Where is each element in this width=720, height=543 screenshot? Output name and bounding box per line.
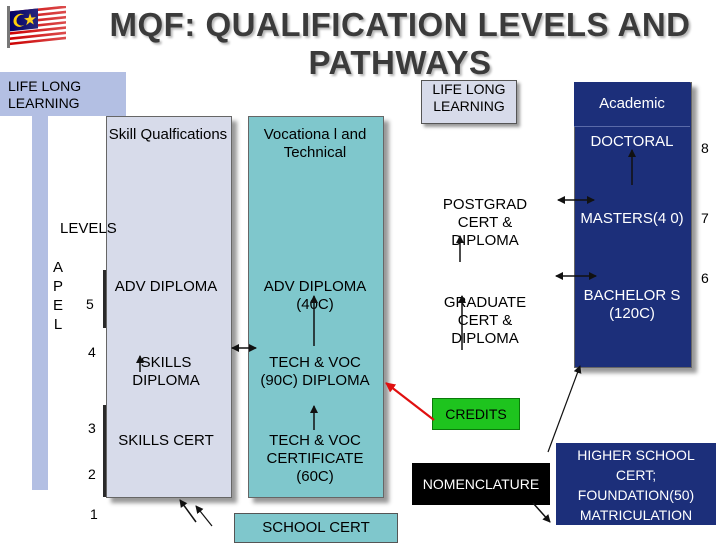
voc-tech-voc-diploma: TECH & VOC (90C) DIPLOMA <box>260 354 370 389</box>
higher-school-cert-box: HIGHER SCHOOL CERT; FOUNDATION(50) MATRI… <box>556 443 716 525</box>
life-long-learning-left: LIFE LONG LEARNING <box>0 72 126 116</box>
page-title: MQF: QUALIFICATION LEVELS AND PATHWAYS <box>109 6 691 81</box>
skill-header: Skill Qualfications <box>108 126 228 143</box>
voc-tech-voc-certificate: TECH & VOC CERTIFICATE (60C) <box>266 432 364 485</box>
apel-letter: L <box>53 316 63 333</box>
apel-column <box>32 110 48 490</box>
academic-doctoral: DOCTORAL <box>590 133 674 150</box>
skill-adv-diploma: ADV DIPLOMA <box>114 278 218 295</box>
arrow-bottom-right <box>532 502 551 523</box>
nomenclature-box: NOMENCLATURE <box>412 463 550 505</box>
apel-letters: A P E L <box>48 258 68 334</box>
level-number: 2 <box>88 466 96 482</box>
voc-adv-diploma: ADV DIPLOMA (40C) <box>263 278 367 313</box>
level-number: 3 <box>88 420 96 436</box>
level-bar <box>103 405 111 497</box>
arrow-bottom-voc <box>195 505 213 527</box>
skill-column <box>106 116 232 498</box>
level-number: 5 <box>86 296 94 312</box>
vocational-column <box>248 116 384 498</box>
levels-label: LEVELS <box>60 220 117 237</box>
level-number: 6 <box>701 270 709 286</box>
level-bar <box>103 270 111 328</box>
apel-letter: E <box>52 297 63 314</box>
postgrad-cert-diploma: POSTGRAD CERT & DIPLOMA <box>442 196 528 249</box>
graduate-cert-diploma: GRADUATE CERT & DIPLOMA <box>443 294 527 347</box>
apel-letter: A <box>52 259 63 276</box>
skill-skills-diploma: SKILLS DIPLOMA <box>132 354 200 389</box>
credits-box: CREDITS <box>432 398 520 430</box>
level-number: 4 <box>88 344 96 360</box>
arrow-red-diploma-graduate <box>385 382 435 421</box>
skill-skills-cert: SKILLS CERT <box>118 432 214 449</box>
academic-column <box>574 82 692 368</box>
life-long-learning-right: LIFE LONG LEARNING <box>421 80 517 124</box>
academic-masters: MASTERS(4 0) <box>580 210 684 227</box>
arrow-nomenclature-level <box>547 365 582 453</box>
level-number: 1 <box>90 506 98 522</box>
level-number: 7 <box>701 210 709 226</box>
malaysia-flag-icon <box>4 5 68 48</box>
school-cert-box: SCHOOL CERT <box>234 513 398 543</box>
academic-bachelors: BACHELOR S (120C) <box>583 287 681 322</box>
academic-header: Academic <box>599 95 665 112</box>
vocational-header: Vocationa l and Technical <box>263 126 367 161</box>
level-number: 8 <box>701 140 709 156</box>
apel-letter: P <box>52 278 63 295</box>
arrow-bottom-left <box>179 499 197 523</box>
academic-header-box <box>574 82 690 127</box>
